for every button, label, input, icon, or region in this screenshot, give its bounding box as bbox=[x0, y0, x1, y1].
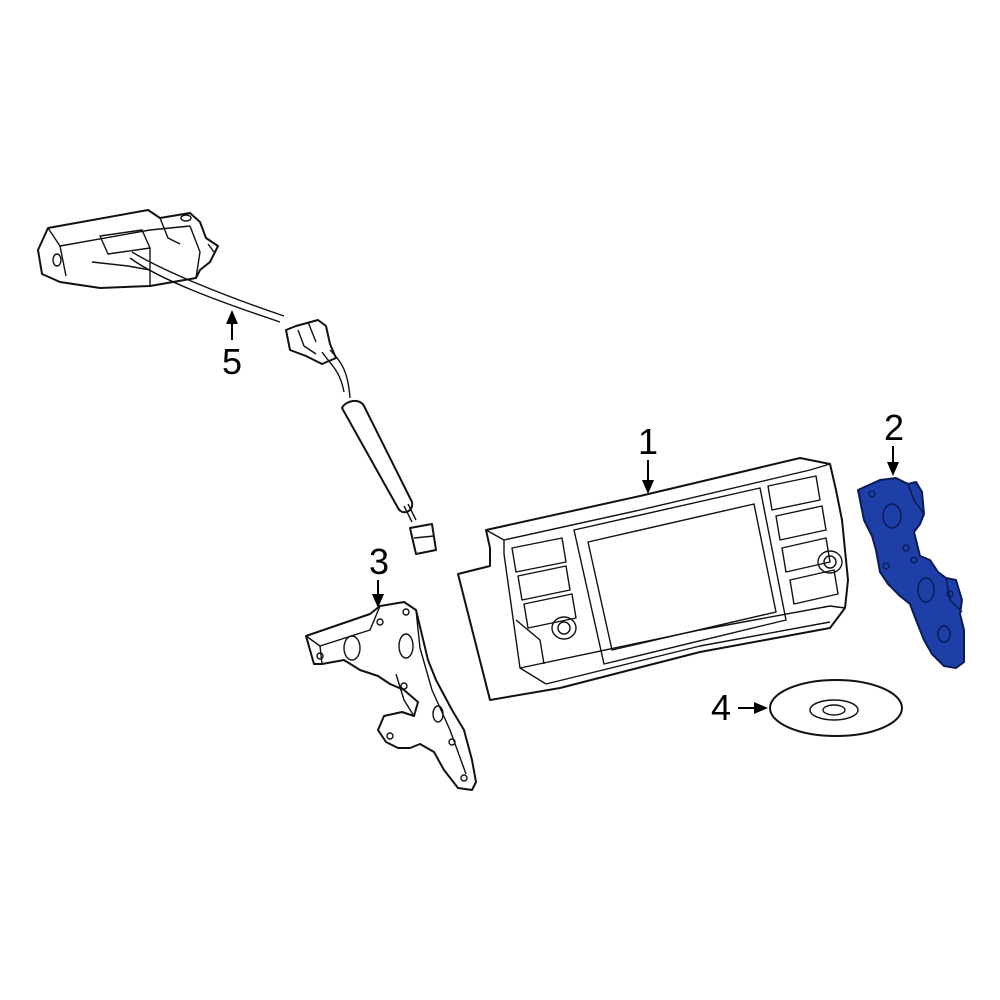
part-5-harness-bracket bbox=[37, 209, 219, 289]
leader-arrow-3 bbox=[372, 580, 384, 608]
callout-5: 5 bbox=[222, 341, 242, 382]
callout-2: 2 bbox=[884, 407, 904, 448]
leader-arrow-4 bbox=[738, 702, 768, 714]
leader-arrow-5 bbox=[226, 310, 238, 340]
callout-1: 1 bbox=[638, 421, 658, 462]
part-4-disc bbox=[769, 679, 903, 737]
part-5-wire bbox=[129, 251, 437, 555]
callout-4: 4 bbox=[711, 687, 731, 728]
part-3-bracket bbox=[305, 601, 477, 791]
leader-arrow-1 bbox=[642, 460, 654, 494]
part-2-bracket-highlighted bbox=[857, 477, 965, 669]
callout-3: 3 bbox=[369, 541, 389, 582]
part-1-head-unit bbox=[457, 457, 849, 701]
leader-arrow-2 bbox=[887, 446, 899, 476]
